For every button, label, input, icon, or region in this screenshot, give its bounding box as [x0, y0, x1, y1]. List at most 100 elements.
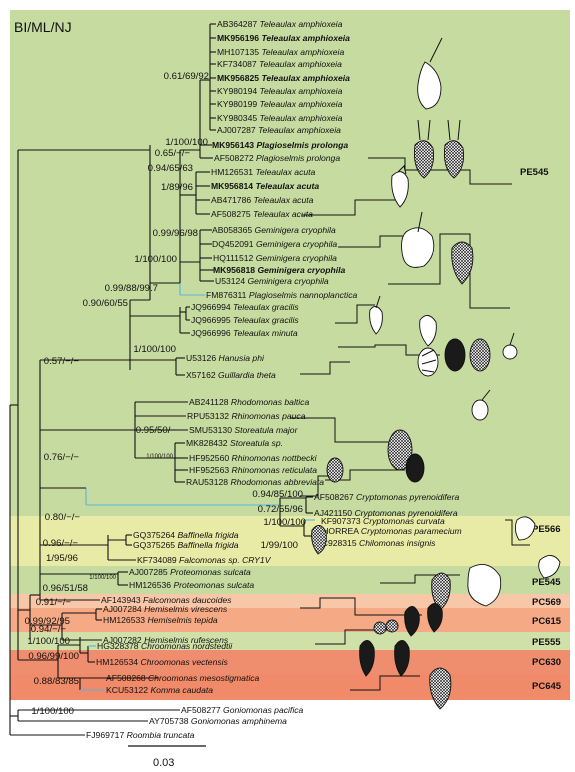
taxon-label: DQ452091 Geminigera cryophila [212, 239, 337, 249]
support-value: 0.65/−/− [155, 148, 191, 159]
taxon-species: Cryptomonas pyrenoidifera [356, 492, 459, 502]
taxon-label: AF143943 Falcomonas daucoides [101, 595, 232, 605]
callout-line [338, 344, 440, 356]
taxon-species: Teleaulax amphioxeia [260, 86, 343, 96]
taxon-accession: HM126531 [211, 167, 255, 177]
band-pe566 [10, 516, 570, 566]
callout-line [338, 235, 405, 248]
band-label-pc615: PC615 [532, 616, 562, 627]
taxon-species: Teleaulax amphioxeia [261, 33, 350, 43]
callout-line [302, 199, 395, 216]
taxon-label: KY980194 Teleaulax amphioxeia [217, 86, 343, 96]
taxon-label: KF734087 Teleaulax amphioxeia [217, 59, 342, 69]
taxon-label: HF952560 Rhinomonas nottbecki [189, 453, 318, 463]
taxon-accession: KY980199 [217, 99, 260, 109]
taxon-species: Proteomonas sulcata [173, 580, 254, 590]
taxon-label: HM126531 Teleaulax acuta [211, 167, 316, 177]
taxon-label: MK956818 Geminigera cryophila [213, 265, 346, 275]
taxon-species: Falcomonas daucoides [143, 595, 232, 605]
taxon-accession: JQ966996 [191, 328, 233, 338]
support-value: 0.80/−/− [45, 512, 81, 523]
taxon-accession: KY980194 [217, 86, 260, 96]
taxon-label: HF952563 Rhinomonas reticulata [189, 465, 317, 475]
taxon-accession: HQ111512 [213, 253, 256, 263]
taxon-label: X57162 Guillardia theta [186, 370, 276, 380]
taxon-accession: KCU53122 [106, 685, 150, 695]
taxon-accession: MK956818 [213, 265, 257, 275]
taxon-accession: MK956825 [217, 73, 261, 83]
taxon-label: U53126 Hanusia phi [186, 353, 265, 363]
taxon-species: Storeatula major [234, 425, 298, 435]
taxon-accession: RAU53128 [186, 477, 230, 487]
taxon-species: Hanusia phi [219, 353, 265, 363]
support-value: 1/100/100 [165, 137, 208, 148]
taxon-accession: MK828432 [186, 438, 230, 448]
taxon-accession: JQ966995 [191, 315, 233, 325]
cell-drawing-guillardia [417, 332, 518, 377]
taxon-label: AJ421150 Cryptomonas pyrenoidifera [314, 508, 458, 518]
scale-bar-label: 0.03 [153, 757, 174, 769]
support-value: 0.72/55/96 [258, 504, 303, 515]
taxon-species: Teleaulax amphioxeia [261, 47, 344, 57]
support-value: 1/100/100 [134, 254, 177, 265]
taxon-label: KCU53122 Komma caudata [106, 685, 213, 695]
support-values: 0.61/69/921/100/1000.65/−/−0.94/65/631/8… [25, 71, 306, 717]
taxon-accession: AF508267 [314, 492, 356, 502]
taxon-species: Plagioselmis prolonga [256, 140, 348, 150]
band-pc569 [10, 594, 570, 608]
callout-line [300, 361, 350, 375]
taxon-species: Storeatula sp. [230, 438, 283, 448]
taxon-species: Chroomonas mesostigmatica [148, 673, 260, 683]
taxon-species: Plagioselmis prolonga [256, 153, 340, 163]
callout-line [290, 417, 395, 443]
taxon-species: Geminigera cryophila [248, 276, 329, 286]
callout-line [388, 233, 510, 309]
cell-callout-lines [290, 157, 530, 691]
taxon-label: AJ007284 Hemiselmis virescens [103, 604, 228, 614]
support-value: 1/100/100 [27, 636, 70, 647]
taxon-accession: AB471786 [211, 195, 254, 205]
taxon-accession: FJ969717 [86, 730, 127, 740]
taxon-label: AF508275 Teleaulax acuta [211, 209, 313, 219]
support-value: 0.61/69/92 [164, 71, 209, 82]
taxon-species: Teleaulax amphioxeia [260, 113, 343, 123]
taxon-accession: AB058365 [212, 225, 255, 235]
taxon-accession: AF508275 [211, 209, 253, 219]
taxon-species: Geminigera cryophila [255, 225, 336, 235]
callout-line [300, 475, 332, 497]
taxon-accession: HF952563 [189, 465, 232, 475]
taxon-label: GQ375265 Baffinella frigida [133, 540, 239, 550]
taxon-accession: HM126534 [96, 657, 140, 667]
taxon-species: Chroomonas vectensis [140, 657, 228, 667]
taxon-label: AB471786 Teleaulax acuta [211, 195, 314, 205]
taxon-label: AY705738 Goniomonas amphinema [149, 716, 287, 726]
taxon-label: AF508268 Chroomonas mesostigmatica [106, 673, 260, 683]
taxon-accession: AJ007285 [129, 567, 170, 577]
taxon-label: JQ966996 Teleaulax minuta [191, 328, 298, 338]
support-value: 1/100/100 [31, 706, 74, 717]
support-value: 1/100/100 [133, 344, 176, 355]
taxon-accession: MK956196 [217, 33, 261, 43]
taxon-accession: X57162 [186, 370, 218, 380]
taxon-species: Rhinomonas reticulata [232, 465, 318, 475]
support-value: 0.99/92/95 [25, 616, 70, 627]
taxon-label: KY980345 Teleaulax amphioxeia [217, 113, 343, 123]
taxon-accession: HF952560 [189, 453, 232, 463]
taxon-label: HQ111512 Geminigera cryophila [213, 253, 337, 263]
taxon-accession: FM876311 [206, 290, 249, 300]
taxon-species: Baffinella frigida [177, 530, 238, 540]
taxon-label: HM126533 Hemiselmis tepida [103, 615, 218, 625]
taxon-accession: AB364287 [217, 19, 260, 29]
taxon-label: JQ966995 Teleaulax gracilis [191, 315, 299, 325]
taxon-species: Proteomonas sulcata [170, 567, 251, 577]
taxon-species: Cryptomonas curvata [363, 516, 445, 526]
taxon-species: Geminigera cryophila [257, 265, 345, 275]
taxon-label: AB364287 Teleaulax amphioxeia [217, 19, 343, 29]
taxon-accession: MH107135 [217, 47, 261, 57]
taxon-species: Teleaulax acuta [254, 195, 314, 205]
taxon-accession: AF508277 [181, 705, 223, 715]
taxon-species: Teleaulax gracilis [233, 315, 299, 325]
taxon-species: Goniomonas amphinema [191, 716, 287, 726]
cell-drawing-baffinella [311, 525, 327, 555]
